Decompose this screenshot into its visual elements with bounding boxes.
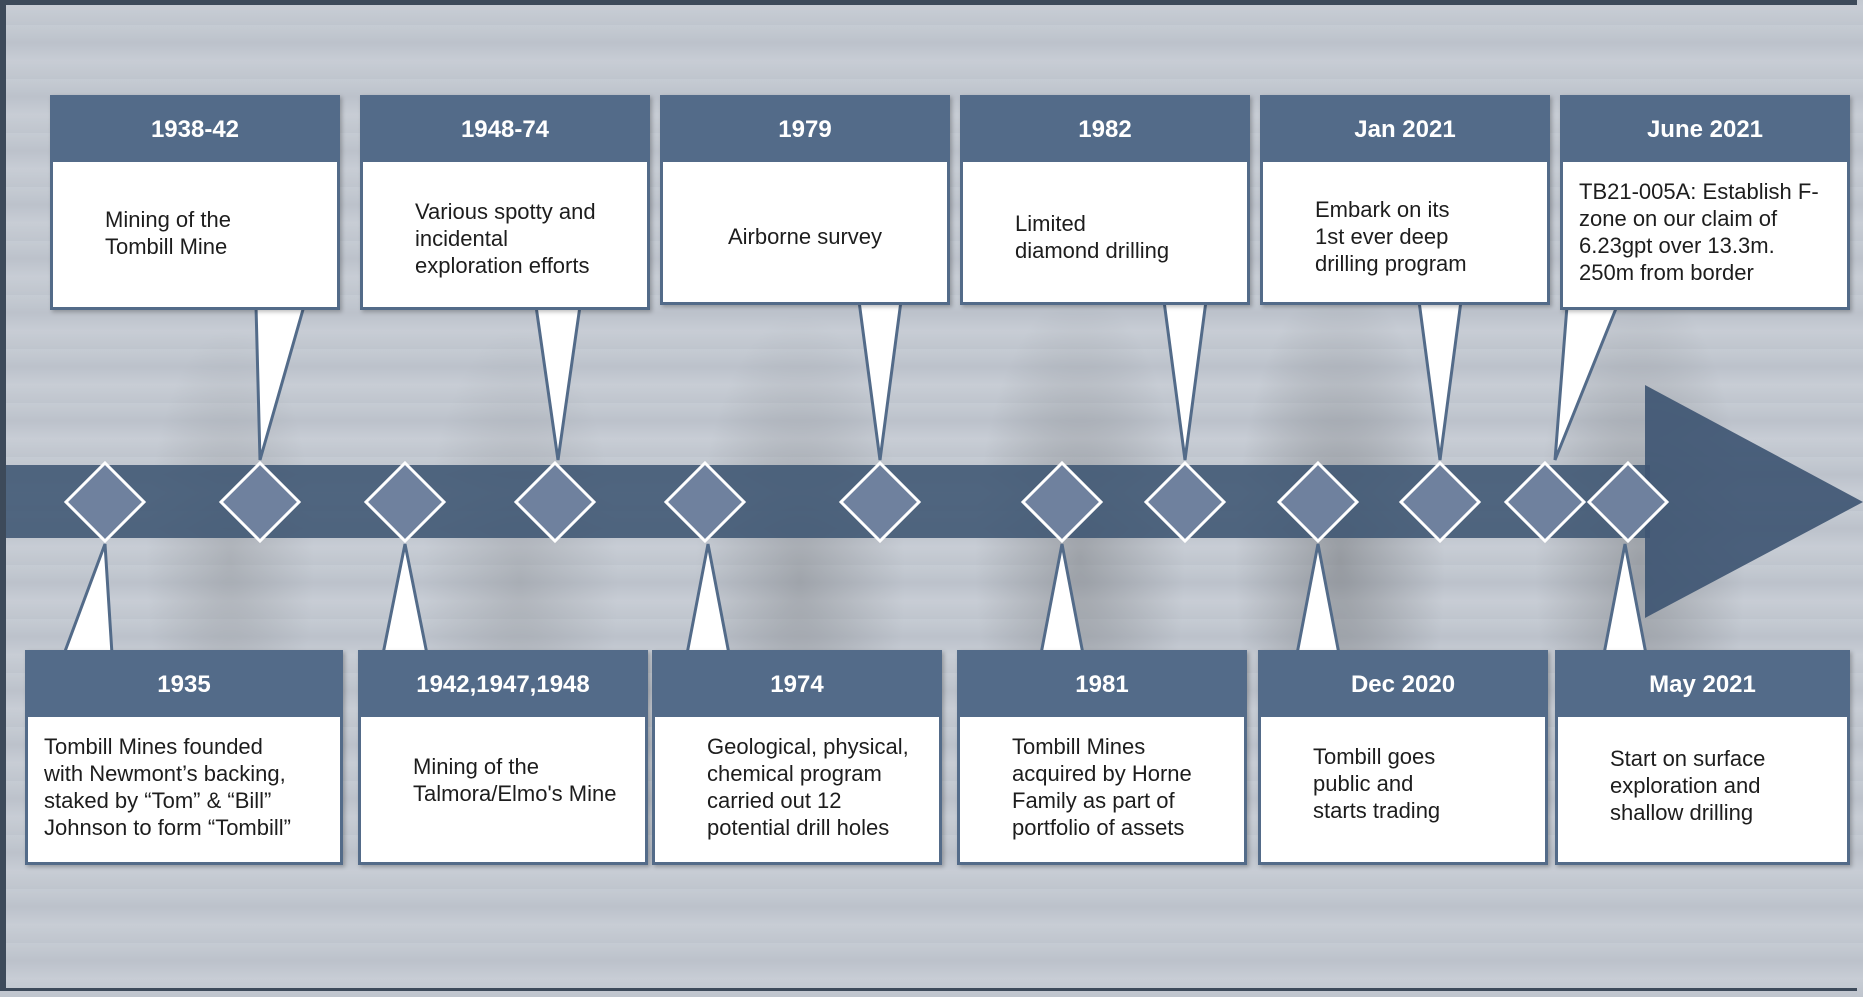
milestone-date: 1981	[960, 653, 1244, 717]
milestone-date: 1982	[963, 98, 1247, 162]
timeline-marker-10	[1398, 460, 1482, 544]
timeline-marker-5	[663, 460, 747, 544]
milestone-date: 1938-42	[53, 98, 337, 162]
timeline-marker-7	[1020, 460, 1104, 544]
timeline-marker-3	[363, 460, 447, 544]
milestone-description: Mining of the Tombill Mine	[105, 207, 231, 259]
milestone-description: Tombill Mines founded with Newmont’s bac…	[44, 734, 291, 840]
milestone-description: Various spotty and incidental exploratio…	[415, 199, 596, 278]
milestone-description: Embark on its 1st ever deep drilling pro…	[1315, 197, 1467, 276]
timeline-arrow-head	[1645, 385, 1863, 618]
timeline-marker-9	[1276, 460, 1360, 544]
milestone-date: Jan 2021	[1263, 98, 1547, 162]
milestone-date: Dec 2020	[1261, 653, 1545, 717]
timeline-marker-11	[1503, 460, 1587, 544]
milestone-description: Mining of the Talmora/Elmo's Mine	[413, 754, 617, 806]
milestone-description: Start on surface exploration and shallow…	[1610, 746, 1766, 825]
milestone-date: May 2021	[1558, 653, 1847, 717]
milestone-description: Tombill goes public and starts trading	[1313, 744, 1441, 823]
milestone-date: June 2021	[1563, 98, 1847, 162]
milestone-description: Airborne survey	[727, 224, 883, 249]
milestone-description: TB21-005A: Establish F- zone on our clai…	[1579, 179, 1819, 285]
timeline-marker-4	[513, 460, 597, 544]
timeline-marker-6	[838, 460, 922, 544]
milestone-date: 1974	[655, 653, 939, 717]
milestone-date: 1942,1947,1948	[361, 653, 645, 717]
timeline-marker-12	[1586, 460, 1670, 544]
milestone-description: Limited diamond drilling	[1015, 211, 1170, 263]
milestone-date: 1979	[663, 98, 947, 162]
milestone-date: 1948-74	[363, 98, 647, 162]
timeline-marker-2	[218, 460, 302, 544]
timeline-marker-8	[1143, 460, 1227, 544]
timeline-marker-1	[63, 460, 147, 544]
milestone-description: Geological, physical, chemical program c…	[707, 734, 909, 840]
milestone-description: Tombill Mines acquired by Horne Family a…	[1012, 734, 1192, 840]
milestone-date: 1935	[28, 653, 340, 717]
